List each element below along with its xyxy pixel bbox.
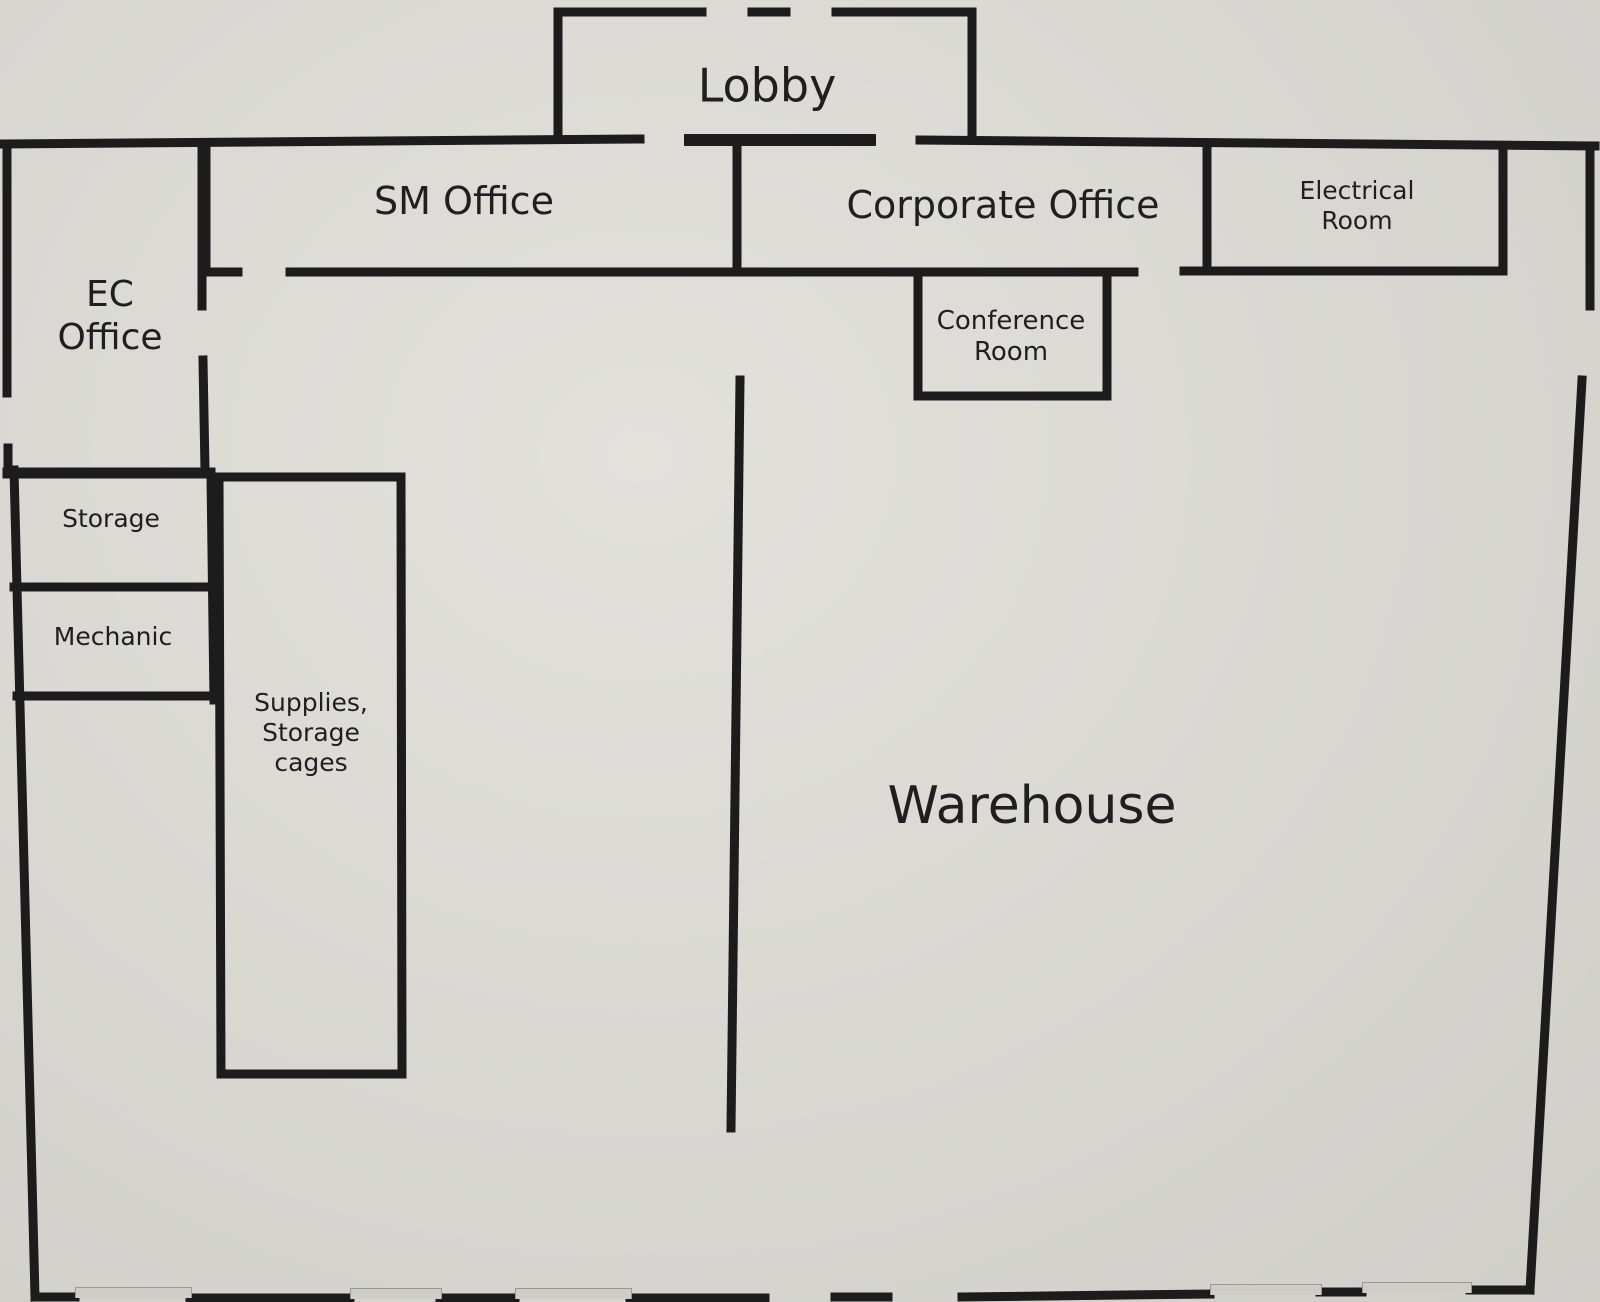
central-divider-wall [726, 375, 745, 1133]
dock-door [1362, 1282, 1472, 1293]
room-label-mechanic: Mechanic [53, 622, 173, 651]
top-exterior-wall [0, 134, 1600, 151]
conference-room-walls [913, 267, 1112, 401]
supplies-cage-walls [214, 472, 407, 1079]
room-label-ec-office: EC Office [57, 273, 163, 358]
dock-door [515, 1288, 632, 1299]
dock-door [350, 1288, 442, 1299]
room-label-supplies: Supplies, Storage cages [254, 688, 368, 777]
left-exterior-wall [2, 139, 40, 1302]
dock-door [1210, 1284, 1322, 1295]
ec-office-walls [197, 145, 210, 475]
dock-door [75, 1287, 192, 1298]
storage-mechanic-walls [2, 467, 223, 705]
room-label-conference-room: Conference Room [936, 305, 1086, 367]
lobby-walls [553, 7, 977, 142]
right-exterior-wall [1525, 141, 1595, 1295]
room-label-sm-office: SM Office [374, 179, 554, 224]
bottom-exterior-wall [30, 1285, 1535, 1302]
room-label-warehouse: Warehouse [887, 775, 1177, 836]
room-label-corporate-office: Corporate Office [846, 183, 1160, 228]
room-label-lobby: Lobby [697, 58, 837, 113]
room-label-storage: Storage [62, 504, 160, 533]
room-label-electrical-room: Electrical Room [1299, 176, 1415, 235]
